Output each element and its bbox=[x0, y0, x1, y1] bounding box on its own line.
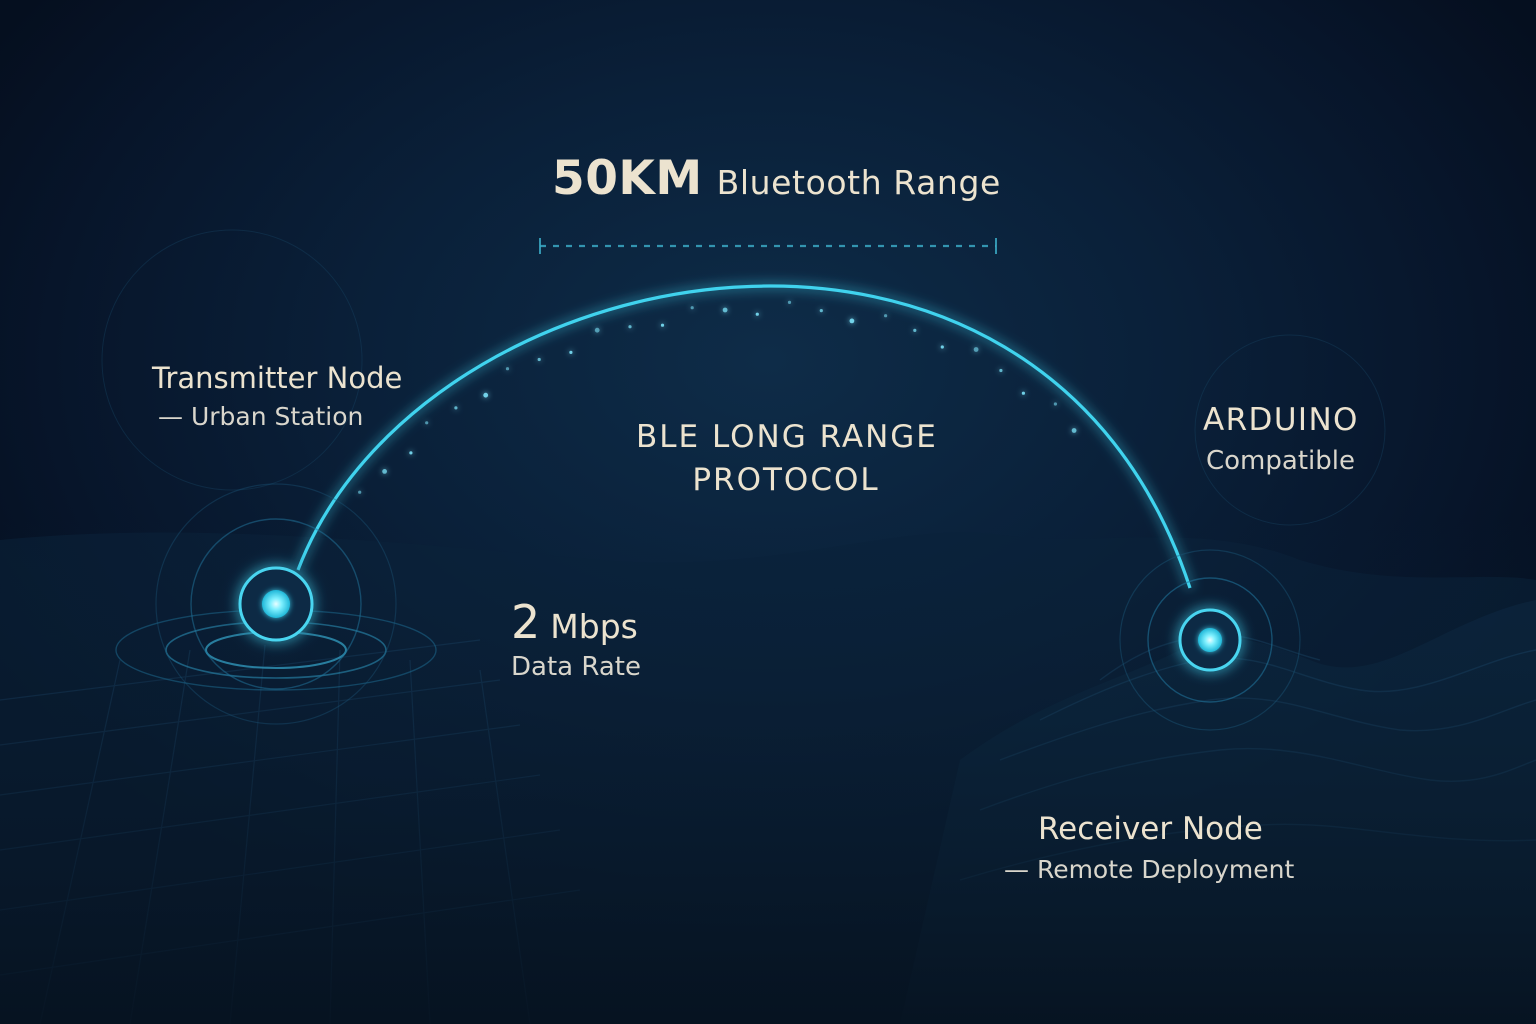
range-label: Bluetooth Range bbox=[716, 163, 1001, 202]
signal-particle bbox=[940, 345, 944, 349]
receiver-subtitle: — Remote Deployment bbox=[1004, 855, 1295, 884]
receiver-node-icon bbox=[1119, 549, 1301, 731]
compatibility-subtitle: Compatible bbox=[1206, 446, 1355, 476]
signal-particle bbox=[819, 309, 823, 313]
signal-particle bbox=[973, 347, 979, 352]
range-bracket bbox=[539, 238, 997, 254]
signal-particle bbox=[594, 327, 600, 333]
data-rate-number: 2 bbox=[511, 595, 541, 649]
protocol-line-1: BLE LONG RANGE bbox=[636, 419, 938, 455]
compatibility-title: ARDUINO bbox=[1203, 402, 1359, 438]
data-rate-value: 2 Mbps bbox=[511, 596, 638, 649]
signal-particle bbox=[849, 318, 855, 324]
signal-particle bbox=[913, 328, 917, 332]
signal-particle bbox=[505, 367, 510, 371]
signal-particle bbox=[1053, 402, 1057, 406]
receiver-title: Receiver Node bbox=[1038, 811, 1263, 847]
background-rings bbox=[101, 229, 1386, 526]
protocol-line-2: PROTOCOL bbox=[692, 462, 880, 498]
data-rate-unit: Mbps bbox=[550, 607, 638, 646]
signal-particle bbox=[537, 357, 541, 362]
signal-particle bbox=[884, 314, 888, 318]
transmitter-title: Transmitter Node bbox=[152, 361, 403, 395]
signal-particle bbox=[358, 490, 362, 494]
signal-particle bbox=[755, 312, 759, 316]
signal-particle bbox=[722, 307, 728, 313]
signal-particle bbox=[409, 451, 413, 455]
signal-particle bbox=[483, 392, 489, 398]
signal-particle bbox=[690, 306, 694, 310]
signal-particle bbox=[454, 406, 458, 410]
signal-particle bbox=[1071, 428, 1077, 433]
signal-arc bbox=[296, 284, 1192, 589]
signal-particle bbox=[999, 368, 1003, 373]
signal-particle bbox=[425, 421, 429, 425]
transmitter-node-icon bbox=[115, 483, 437, 725]
data-rate-label: Data Rate bbox=[511, 652, 641, 682]
signal-particle bbox=[628, 325, 632, 329]
transmitter-subtitle: — Urban Station bbox=[158, 402, 364, 431]
range-headline: 50KM Bluetooth Range bbox=[552, 151, 1001, 206]
range-value: 50KM bbox=[552, 151, 703, 206]
signal-particles bbox=[358, 300, 1077, 494]
signal-particle bbox=[660, 323, 665, 327]
signal-particle bbox=[569, 350, 573, 354]
signal-particle bbox=[787, 300, 792, 304]
signal-particle bbox=[382, 469, 387, 474]
signal-particle bbox=[1021, 391, 1025, 395]
